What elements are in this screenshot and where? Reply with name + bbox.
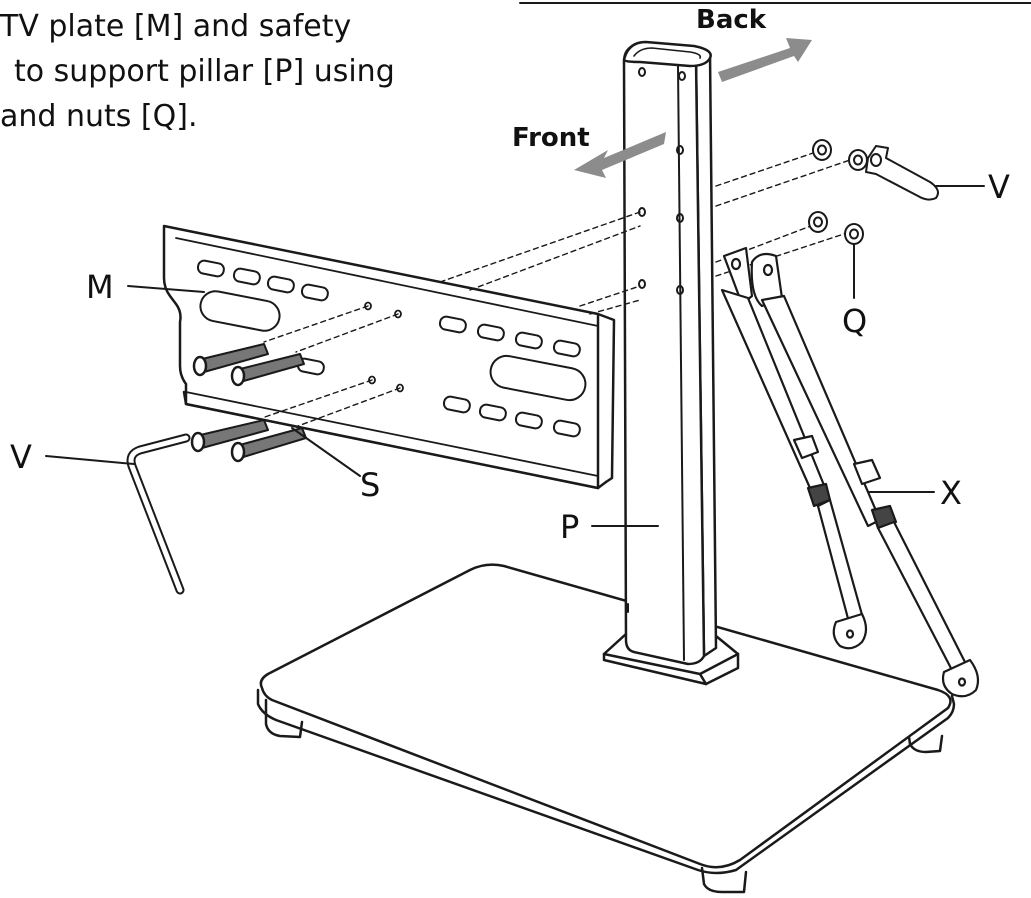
bolt-1 [192, 343, 269, 377]
instruction-line-3: and nuts [Q]. [0, 99, 198, 134]
leader-s [291, 427, 361, 477]
leader-m [127, 285, 205, 293]
label-back: Back [696, 5, 767, 35]
allen-key-left [126, 433, 191, 595]
leader-v-left [45, 455, 135, 465]
tv-plate [162, 224, 616, 490]
bolt-2 [230, 353, 305, 387]
label-v-right: V [988, 168, 1010, 206]
bolt-3 [190, 419, 269, 453]
nut-top [848, 149, 868, 171]
instruction-line-1: TV plate [M] and safety [0, 9, 352, 44]
safety-straps [720, 246, 980, 698]
label-v-left: V [10, 438, 32, 476]
label-m: M [86, 268, 114, 306]
assembly-guide-lines [261, 151, 851, 427]
label-x: X [940, 474, 962, 512]
label-front: Front [512, 123, 590, 153]
back-arrow [718, 38, 812, 82]
labels: Back Front M V S P V Q X [10, 5, 1010, 546]
base-foot-front [700, 866, 748, 894]
nut-q [844, 223, 864, 245]
bolt-4 [230, 427, 307, 463]
label-q: Q [842, 302, 867, 340]
label-s: S [360, 466, 380, 504]
washer-top [812, 139, 832, 161]
strap-right [750, 252, 980, 698]
base-foot-left [264, 698, 304, 739]
washer-bottom [808, 211, 828, 233]
front-arrow [574, 132, 666, 178]
strap-left [720, 246, 868, 650]
plate-slots [196, 259, 587, 438]
wrench-right [865, 145, 939, 201]
instruction-text: TV plate [M] and safety to support pilla… [0, 4, 520, 139]
label-p: P [560, 508, 579, 546]
bolts [190, 343, 307, 463]
leader-lines [45, 185, 985, 527]
support-pillar [622, 40, 718, 666]
base-plate [256, 563, 956, 894]
direction-arrows [574, 38, 812, 178]
instruction-line-2: to support pillar [P] using [14, 54, 395, 89]
washers-nuts [808, 139, 868, 245]
